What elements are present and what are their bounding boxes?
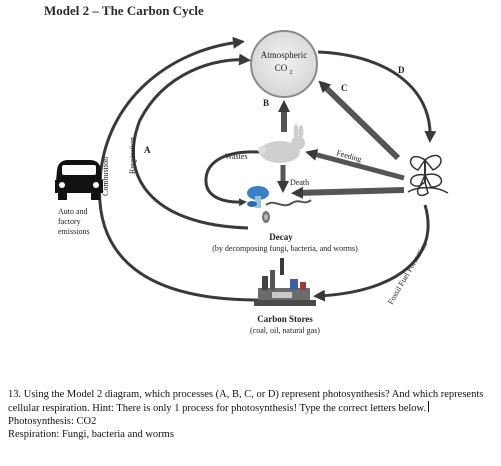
death-label: Death (290, 178, 309, 187)
wastes-arrow (204, 150, 261, 207)
question-prompt: 13. Using the Model 2 diagram, which pro… (8, 389, 484, 414)
respiration-answer[interactable]: Respiration: Fungi, bacteria and worms (8, 429, 174, 440)
diagram-title: Model 2 – The Carbon Cycle (44, 3, 204, 18)
combustion-label: Combustion (101, 157, 110, 196)
carbon-stores-subtitle: (coal, oil, natural gas) (250, 326, 320, 335)
atmosphere-label-co: CO (275, 63, 288, 73)
atmosphere-label-sub: 2 (290, 70, 293, 76)
worm-icon (265, 199, 312, 207)
emissions-label-line2: factory (58, 217, 81, 226)
emissions-label-line3: emissions (58, 227, 90, 236)
carbon-cycle-diagram: Atmospheric CO 2 (55, 30, 449, 335)
refinery-icon (254, 270, 316, 306)
question-block: 13. Using the Model 2 diagram, which pro… (8, 388, 496, 441)
atmosphere-label-line1: Atmospheric (261, 50, 308, 60)
car-icon (55, 160, 103, 200)
text-cursor (428, 401, 430, 412)
mushroom-icon (247, 186, 269, 208)
emissions-label-line1: Auto and (58, 207, 88, 216)
wastes-label: Wastes (225, 152, 247, 161)
photosynthesis-answer[interactable]: Photosynthesis: CO2 (8, 416, 97, 427)
feeding-arrow (305, 149, 405, 181)
photosynthesis-arrow-d (317, 50, 437, 143)
fossil-fuel-arrow (313, 204, 430, 302)
fossil-fuel-label: Fossil Fuel Formation (386, 240, 429, 306)
plant-icon (407, 154, 449, 197)
rabbit-icon (258, 124, 305, 163)
arrow-c-label: C (341, 83, 348, 93)
arrow-d-label: D (398, 65, 405, 75)
arrow-b-label: B (263, 98, 269, 108)
combustion-arrow (98, 36, 259, 302)
plant-death-arrow (291, 186, 405, 199)
plant-respiration-arrow-c (318, 80, 401, 161)
respiration-arrow-a (131, 53, 251, 230)
bacteria-icon (262, 211, 270, 223)
arrow-a-label: A (144, 145, 151, 155)
carbon-stores-title: Carbon Stores (257, 314, 313, 324)
atmospheric-co2-node: Atmospheric CO 2 (250, 30, 318, 98)
decay-title: Decay (269, 232, 293, 242)
respiration-label: Respiration (128, 137, 137, 174)
decay-subtitle: (by decomposing fungi, bacteria, and wor… (212, 244, 358, 253)
